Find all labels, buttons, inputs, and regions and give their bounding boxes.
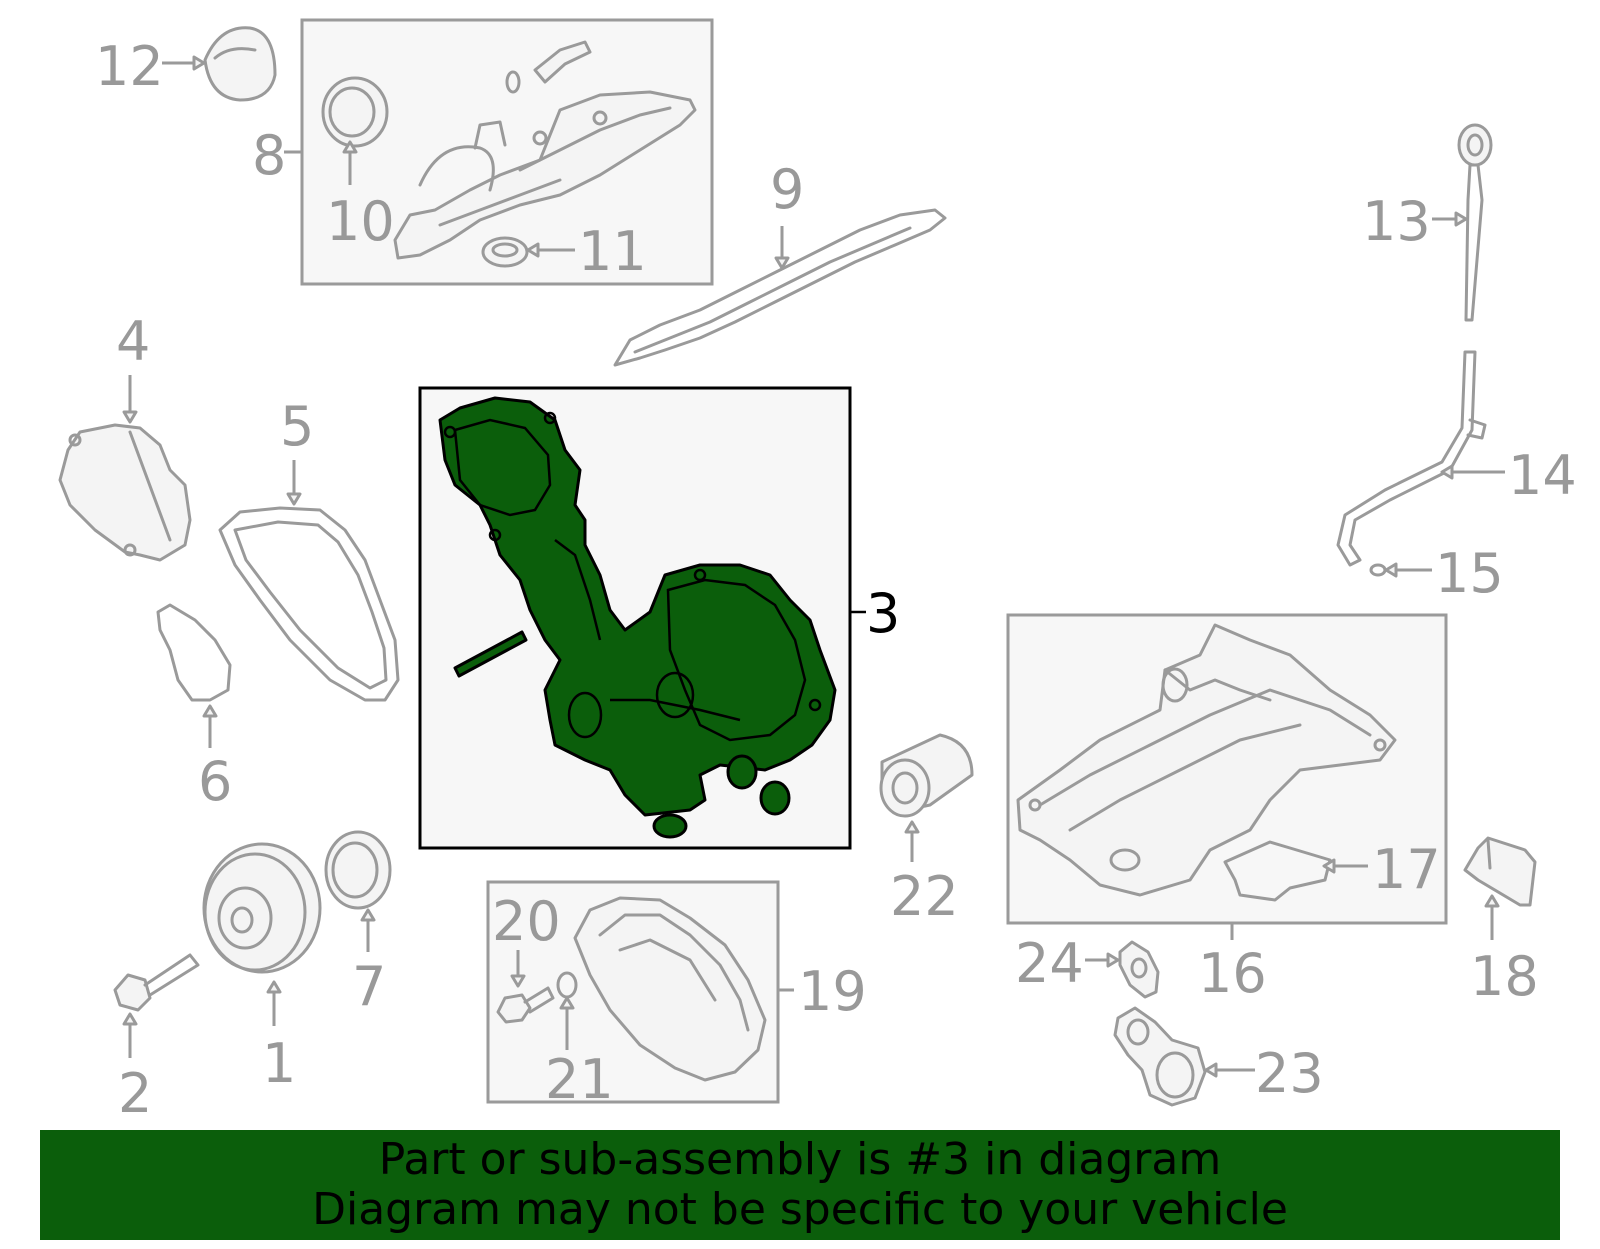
bracket-part-18[interactable] bbox=[1463, 836, 1537, 907]
part-label-19[interactable]: 19 bbox=[798, 960, 867, 1023]
upper-oil-pan-part[interactable] bbox=[1016, 623, 1397, 897]
grommet-part-11[interactable] bbox=[481, 236, 529, 268]
part-label-6[interactable]: 6 bbox=[198, 750, 232, 813]
part-label-13[interactable]: 13 bbox=[1362, 190, 1431, 253]
part-label-21[interactable]: 21 bbox=[545, 1048, 614, 1111]
part-label-5[interactable]: 5 bbox=[280, 395, 314, 458]
part-label-23[interactable]: 23 bbox=[1255, 1042, 1324, 1105]
baffle-part-17[interactable] bbox=[1223, 840, 1332, 902]
part-label-1[interactable]: 1 bbox=[262, 1032, 296, 1095]
info-banner-bg bbox=[40, 1130, 1560, 1240]
part-label-24[interactable]: 24 bbox=[1015, 932, 1084, 995]
part-label-15[interactable]: 15 bbox=[1435, 542, 1504, 605]
timing-gasket-part-5[interactable] bbox=[218, 506, 400, 702]
part-label-22[interactable]: 22 bbox=[890, 865, 959, 928]
seal-part-10[interactable] bbox=[321, 76, 389, 148]
crank-seal-part-7[interactable] bbox=[324, 830, 392, 910]
dowel-pin-part[interactable] bbox=[453, 630, 528, 678]
crankshaft-pulley-part[interactable] bbox=[202, 842, 322, 974]
cover-plug-part[interactable] bbox=[652, 754, 791, 839]
part-label-14[interactable]: 14 bbox=[1508, 444, 1577, 507]
info-banner: Part or sub-assembly is #3 in diagram Di… bbox=[40, 1130, 1560, 1240]
part-label-18[interactable]: 18 bbox=[1470, 945, 1539, 1008]
part-label-17[interactable]: 17 bbox=[1372, 838, 1441, 901]
timing-cover-part-4[interactable] bbox=[58, 423, 192, 562]
engine-front-cover-assembly[interactable] bbox=[438, 396, 837, 817]
banner-line-2: Diagram may not be specific to your vehi… bbox=[312, 1184, 1288, 1235]
oil-strainer-part[interactable] bbox=[1113, 1006, 1207, 1107]
o-ring-part-15[interactable] bbox=[1369, 563, 1387, 577]
banner-line-1: Part or sub-assembly is #3 in diagram bbox=[378, 1134, 1222, 1185]
valve-cover-part[interactable] bbox=[393, 90, 697, 260]
part-label-7[interactable]: 7 bbox=[352, 955, 386, 1018]
part-label-8[interactable]: 8 bbox=[252, 124, 286, 187]
gasket-part-6[interactable] bbox=[156, 603, 232, 702]
part-label-11[interactable]: 11 bbox=[578, 220, 647, 283]
dipstick-tube-part[interactable] bbox=[1336, 350, 1487, 567]
part-label-9[interactable]: 9 bbox=[770, 158, 804, 221]
dipstick-part[interactable] bbox=[1457, 123, 1493, 322]
drain-bolt-part-20[interactable] bbox=[496, 986, 555, 1024]
sensor-part[interactable] bbox=[505, 40, 592, 94]
oil-filler-cap-part[interactable] bbox=[203, 26, 277, 102]
gasket-part-9[interactable] bbox=[613, 208, 947, 367]
part-label-12[interactable]: 12 bbox=[95, 35, 164, 98]
lower-oil-pan-part[interactable] bbox=[573, 896, 767, 1082]
oil-filter-part[interactable] bbox=[879, 733, 974, 818]
pulley-bolt-part[interactable] bbox=[113, 953, 200, 1012]
part-label-3[interactable]: 3 bbox=[866, 582, 900, 645]
part-label-20[interactable]: 20 bbox=[492, 890, 561, 953]
part-label-4[interactable]: 4 bbox=[116, 310, 150, 373]
part-label-16[interactable]: 16 bbox=[1198, 942, 1267, 1005]
part-label-10[interactable]: 10 bbox=[326, 190, 395, 253]
part-label-2[interactable]: 2 bbox=[118, 1062, 152, 1125]
strainer-gasket-part-24[interactable] bbox=[1118, 940, 1160, 999]
